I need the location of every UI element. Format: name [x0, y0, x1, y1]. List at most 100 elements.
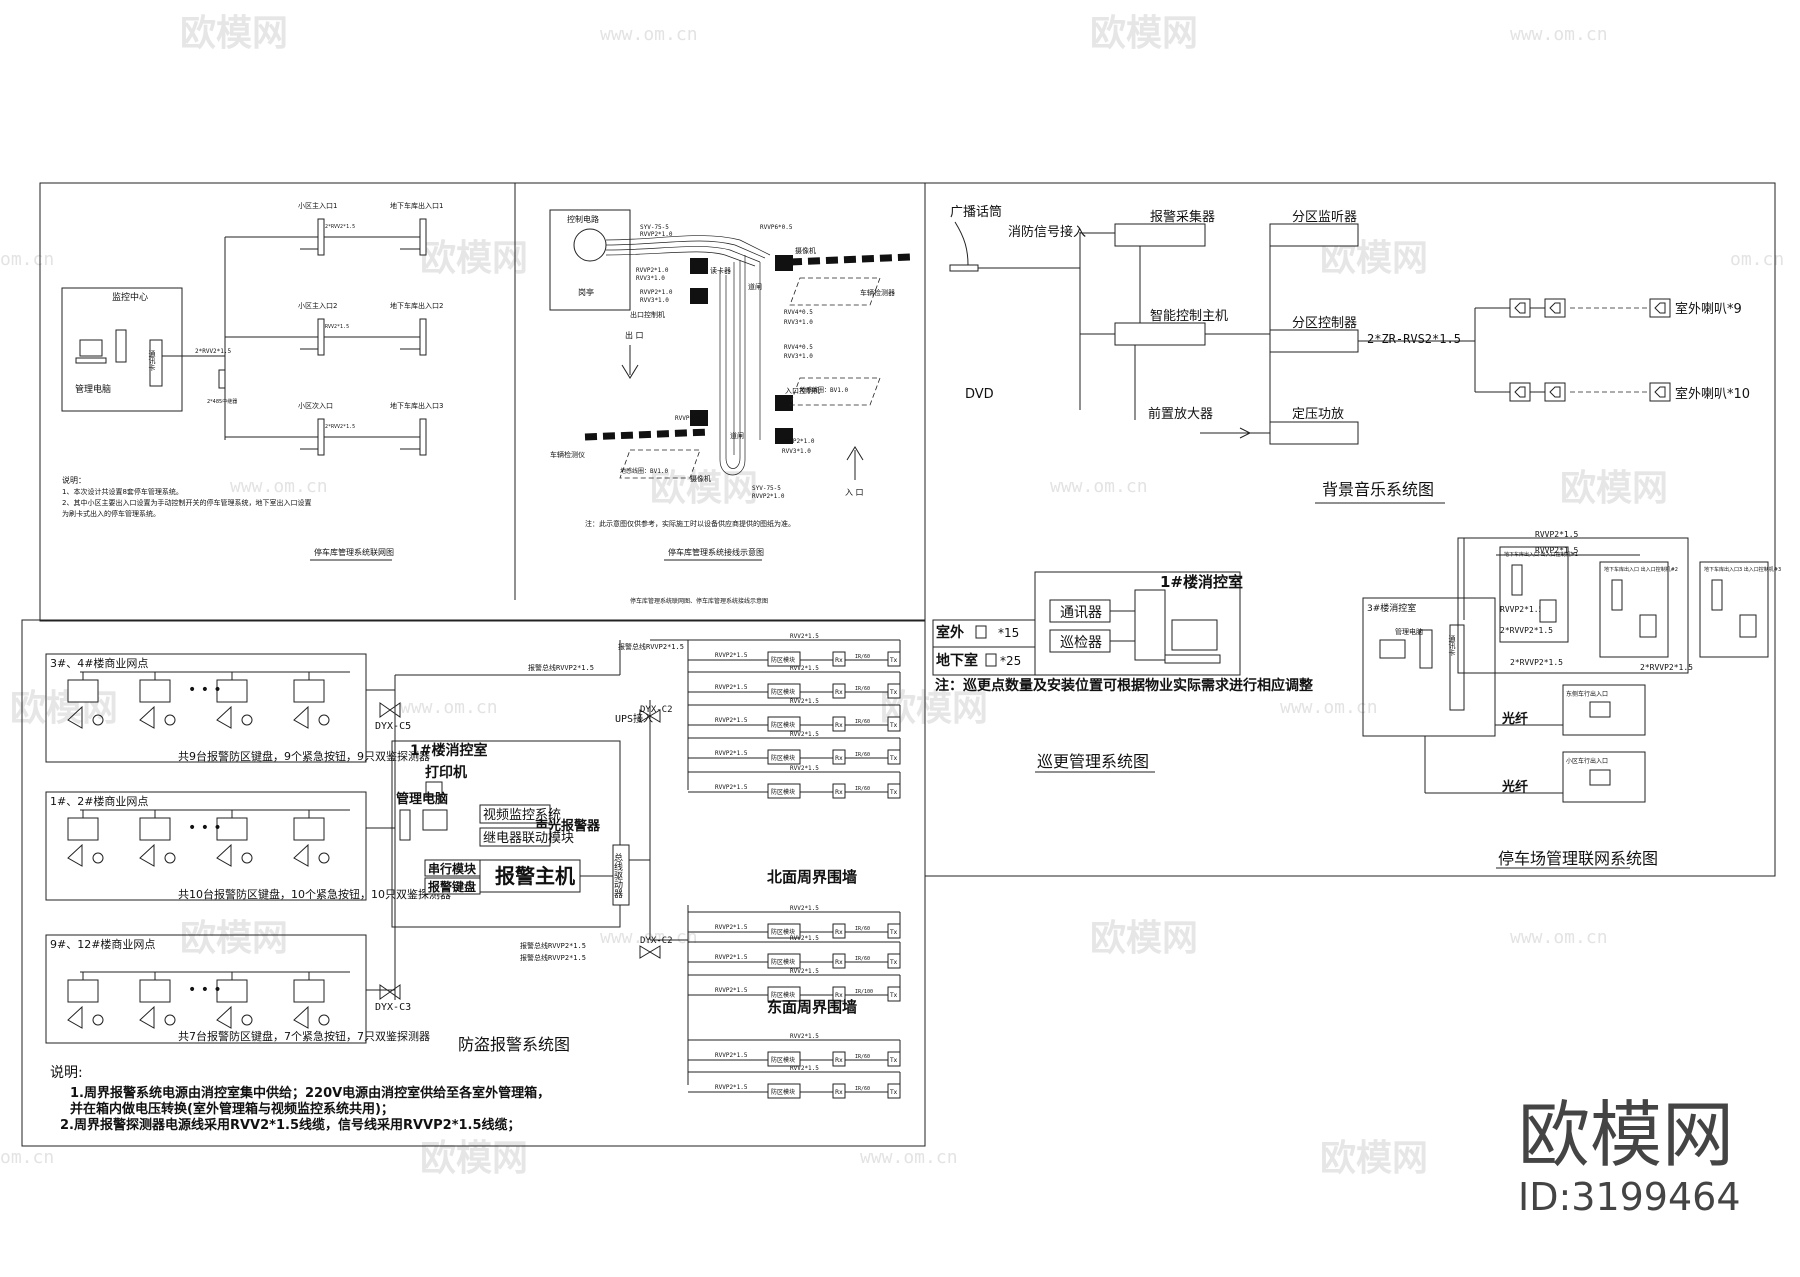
note-line: 2.周界报警探测器电源线采用RVV2*1.5线缆，信号线采用RVVP2*1.5线… — [60, 1117, 521, 1133]
receiver-box — [832, 783, 846, 799]
note-line: 并在箱内做电压转换(室外管理箱与视频监控系统共用)； — [70, 1101, 394, 1117]
zone-module-box — [767, 783, 801, 799]
watermark-url: om.cn — [0, 249, 54, 270]
cable-label: RVV2*1.5 — [790, 633, 819, 640]
transmitter-label: Tx — [889, 689, 898, 696]
outdoor-label: 室外 — [936, 624, 964, 641]
cable-label: 2*RVV2*1.5 — [325, 424, 355, 430]
receiver-label: Rx — [835, 1057, 843, 1064]
pc-monitor-icon — [1171, 619, 1218, 651]
sheet-caption: 停车库管理系统联网图、停车库管理系统接线示意图 — [630, 597, 768, 605]
keypad-icon — [139, 679, 171, 703]
detector-icon — [216, 1005, 232, 1029]
cable-label: RVV2*1.5 — [790, 935, 819, 942]
keyboard-label: 报警键盘 — [428, 879, 476, 894]
transmitter-label: Tx — [889, 929, 898, 936]
zone-controller-device — [1269, 329, 1359, 353]
cable-label: RVVP2*1.5 — [715, 1084, 748, 1091]
zone-module-label: 防区模块 — [771, 991, 795, 999]
parking-lan-diagram: 3#楼消控室 管理电脑 通讯卡 RVVP2*1.5 RVVP2*1.5 RVVP… — [1362, 530, 1781, 869]
dvd-label: DVD — [965, 387, 994, 402]
speaker-cone — [1549, 302, 1561, 314]
ir-label: IR/60 — [855, 926, 870, 932]
mic-cable — [954, 221, 969, 266]
receiver-label: Rx — [835, 689, 843, 696]
speakers-label-2: 室外喇叭*10 — [1675, 386, 1750, 402]
zone-box — [45, 653, 367, 763]
detector-icon — [216, 843, 232, 867]
cable-label: RVVP2*1.5 — [715, 717, 748, 724]
keypad-icon — [293, 979, 325, 1003]
cable-label: RVV2*1.5 — [790, 698, 819, 705]
comm-label: 通讯器 — [1060, 605, 1102, 621]
receiver-label: Rx — [835, 755, 843, 762]
isolator-label: DYX-C3 — [375, 1002, 411, 1013]
pc-tower-icon — [399, 809, 411, 841]
alarm-host-label: 报警主机 — [495, 864, 575, 888]
remote-station-box — [1562, 684, 1646, 736]
brand-logo: 欧模网 ID:3199464 — [1518, 1093, 1741, 1219]
entry-station-label: 地下车库出入口 出入口控制机#2 — [1604, 566, 1678, 573]
watermark-url: om.cn — [1730, 249, 1784, 270]
pc-tower-icon — [1134, 589, 1166, 661]
panic-button-icon — [164, 714, 176, 726]
comm-card-box — [149, 339, 163, 387]
serial-label: 串行模块 — [428, 861, 477, 876]
speaker-cone — [1654, 302, 1666, 314]
brand-id-text: ID:3199464 — [1518, 1175, 1741, 1219]
alarm-control-room — [391, 740, 621, 928]
reader-icon — [1639, 614, 1657, 638]
smart-host-device — [1114, 322, 1206, 346]
cable-run — [605, 246, 761, 263]
outdoor-qty: *15 — [998, 626, 1019, 640]
entry-label: 入 口 — [845, 488, 864, 497]
ir-label: IR/100 — [855, 989, 873, 995]
watermark-brand: 欧模网 — [180, 918, 288, 959]
control-circuit-circle — [573, 228, 607, 262]
camera-label: 摄像机 — [690, 474, 711, 483]
basement-qty: *25 — [1000, 654, 1021, 668]
zone-box — [45, 791, 367, 901]
diagram-title: 停车库管理系统联网图 — [314, 547, 394, 557]
zone-summary: 共10台报警防区键盘，10个紧急按钮，10只双鉴探测器 — [178, 887, 451, 901]
receiver-label: Rx — [835, 657, 843, 664]
pc-label: 管理电脑 — [75, 383, 111, 395]
watermark-url: www.om.cn — [600, 927, 698, 948]
reader-block — [690, 258, 708, 274]
zone-module-box — [767, 986, 801, 1002]
isolator-icon — [639, 945, 661, 959]
lan-cable-label: 2*RVVP2*1.5 — [1640, 663, 1693, 672]
booth-box — [549, 209, 631, 311]
zone-module-box — [767, 1083, 801, 1099]
bus-label: 报警总线RVVP2*1.5 — [528, 663, 594, 672]
watermark-url: www.om.cn — [1510, 927, 1608, 948]
keypad-icon — [67, 679, 99, 703]
notes-title: 说明: — [50, 1065, 83, 1081]
detector-icon — [293, 705, 309, 729]
relay-label: 继电器联动模块 — [483, 831, 574, 846]
receiver-box — [832, 953, 846, 969]
zone-label: 3#、4#楼商业网点 — [50, 656, 148, 670]
cable-label: RVVP2*1.0 — [752, 493, 785, 500]
ground-loop — [789, 377, 881, 406]
reader-block — [775, 428, 793, 444]
note-line: 1、本次设计共设置8套停车管理系统。 — [62, 487, 183, 496]
cable-label: RVV2*1.5 — [790, 765, 819, 772]
detector-icon — [293, 1005, 309, 1029]
frame-alarm — [21, 619, 926, 1147]
transmitter-label: Tx — [889, 992, 898, 999]
entry-label: 小区主入口2 — [298, 301, 337, 310]
entry-station-label: 地下车库出入口3 出入口控制机#3 — [1704, 566, 1781, 573]
pc-monitor-icon — [1589, 769, 1611, 786]
cable-label: RVVP2*1.0 — [640, 289, 673, 296]
bus-label: 报警总线RVVP2*1.5 — [618, 642, 684, 651]
cable-label: RVV2*1.5 — [790, 1065, 819, 1072]
bus-label: 报警总线RVVP2*1.5 — [520, 953, 586, 962]
cable-label: RVVP6*0.5 — [675, 415, 708, 422]
isolator-label: DYX-C2 — [640, 936, 673, 946]
pc-monitor-icon — [1589, 701, 1611, 718]
gate-label: 道闸 — [730, 431, 744, 440]
camera-label: 摄像机 — [795, 246, 816, 255]
control-circuit-label: 控制电路 — [567, 214, 599, 224]
